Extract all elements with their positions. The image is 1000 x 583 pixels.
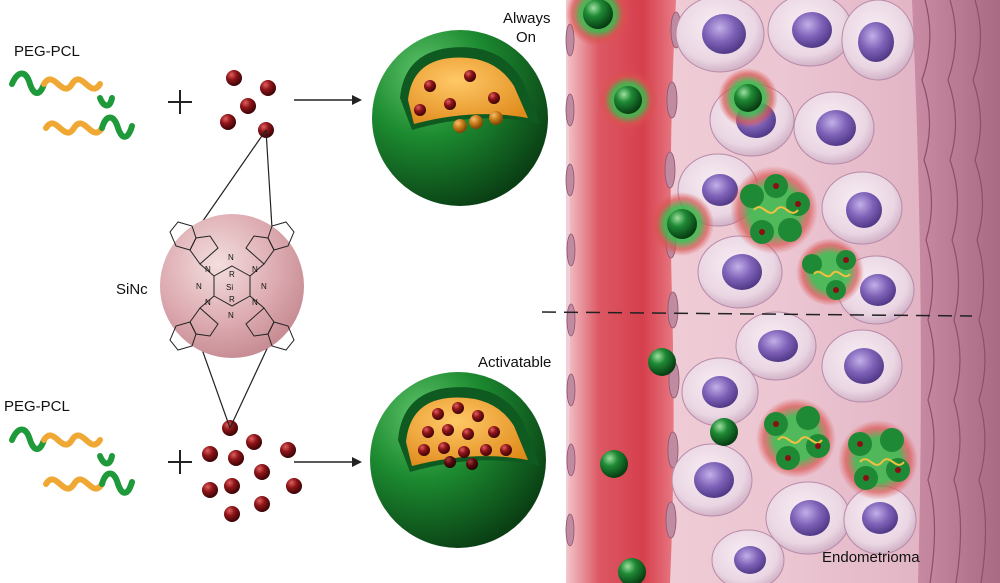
atom-n-3: N: [252, 265, 258, 274]
always-on-label-line1: Always: [503, 10, 551, 27]
atom-si: Si: [226, 283, 233, 292]
peg-pcl-label-top: PEG-PCL: [14, 43, 80, 60]
micelle-cluster-top: [730, 166, 818, 254]
micelle-cluster-mid: [796, 238, 864, 306]
region-divider: [541, 311, 973, 317]
arrow-bottom: [294, 457, 362, 467]
sinc-dots-top: [220, 70, 276, 138]
atom-n-1: N: [228, 253, 234, 262]
sinc-molecule: N N N N N N N N R Si R: [160, 214, 304, 358]
atom-r-top: R: [229, 270, 235, 279]
endometrioma-label: Endometrioma: [822, 549, 920, 566]
atom-n-4: N: [196, 282, 202, 291]
micelle-activatable: [370, 372, 546, 548]
always-on-label-line2: On: [516, 29, 537, 46]
micelle-cluster-bottom-left: [756, 398, 836, 478]
atom-n-2: N: [205, 265, 211, 274]
polymer-bottom: [9, 426, 135, 496]
glowing-nanoparticles: [566, 0, 778, 256]
peg-pcl-label-bottom: PEG-PCL: [4, 398, 70, 415]
polymer-top: [9, 70, 135, 140]
muscle-layer: [912, 0, 1000, 583]
tissue-cells: [671, 0, 917, 583]
sinc-label: SiNc: [116, 281, 148, 298]
plus-sign-bottom: [168, 450, 192, 474]
plus-sign-top: [168, 90, 192, 114]
dark-nanoparticles: [600, 348, 738, 583]
micelle-always-on: [372, 30, 548, 206]
arrow-top: [294, 95, 362, 105]
connector-lines: [197, 129, 273, 429]
atom-n-5: N: [261, 282, 267, 291]
atom-n-8: N: [228, 311, 234, 320]
activatable-label: Activatable: [478, 354, 552, 371]
atom-n-7: N: [252, 298, 258, 307]
atom-r-bottom: R: [229, 295, 235, 304]
tissue-panel: [541, 0, 1000, 583]
atom-n-6: N: [205, 298, 211, 307]
micelle-cluster-bottom-right: [838, 420, 918, 500]
sinc-dots-bottom: [202, 420, 302, 522]
blood-vessel: [566, 0, 676, 583]
